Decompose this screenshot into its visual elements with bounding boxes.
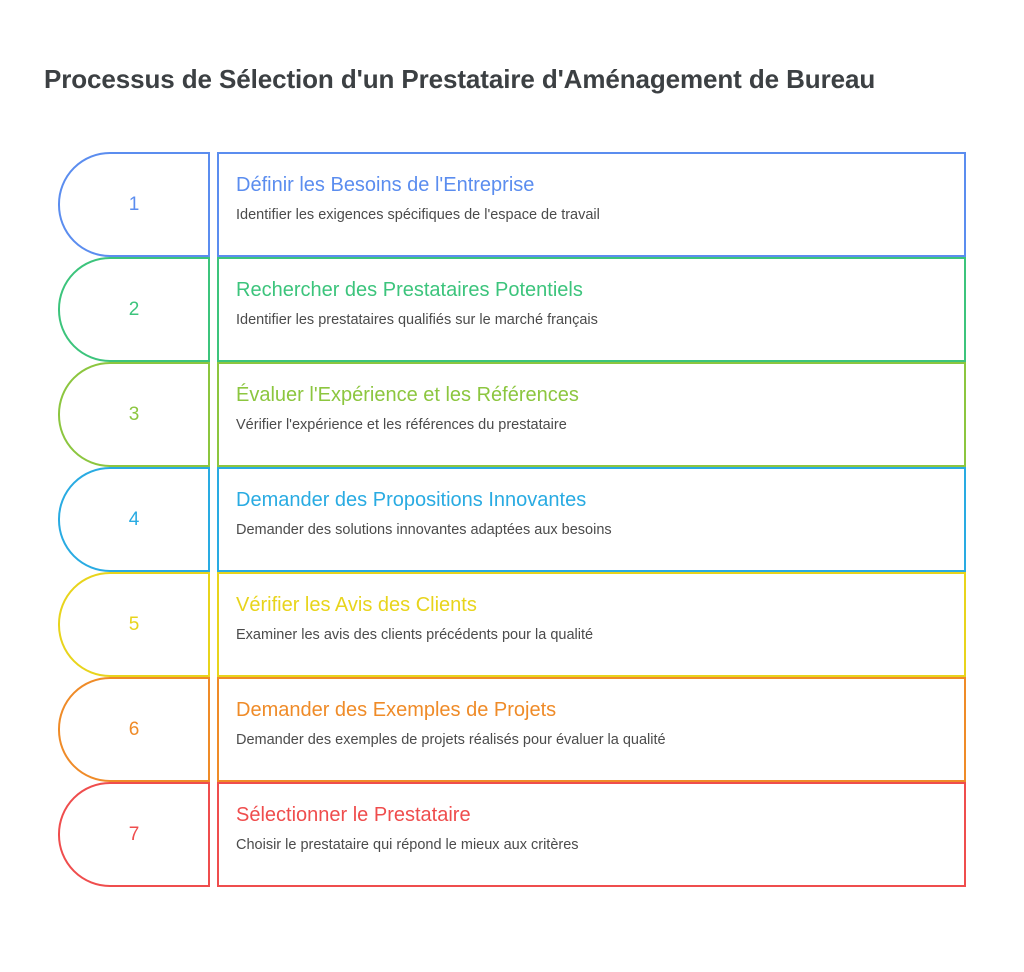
step-title: Sélectionner le Prestataire: [236, 804, 471, 826]
step-number-label: 7: [128, 824, 140, 845]
step-number-badge[interactable]: 5: [58, 572, 210, 677]
step-description: Demander des solutions innovantes adapté…: [236, 522, 612, 538]
step-number-badge[interactable]: 1: [58, 152, 210, 257]
step-number-badge[interactable]: 6: [58, 677, 210, 782]
step-number-badge[interactable]: 7: [58, 782, 210, 887]
step-number-label: 4: [128, 509, 140, 530]
step-title: Demander des Exemples de Projets: [236, 699, 557, 721]
step-number-badge[interactable]: 3: [58, 362, 210, 467]
step-description: Demander des exemples de projets réalisé…: [236, 732, 666, 748]
step-description: Choisir le prestataire qui répond le mie…: [236, 837, 579, 853]
step-title: Définir les Besoins de l'Entreprise: [236, 174, 535, 196]
page-title: Processus de Sélection d'un Prestataire …: [44, 64, 876, 94]
step-description: Vérifier l'expérience et les références …: [236, 417, 567, 433]
step-title: Rechercher des Prestataires Potentiels: [236, 279, 583, 301]
step-number-label: 6: [128, 719, 140, 740]
step-number-label: 1: [128, 194, 140, 215]
step-description: Examiner les avis des clients précédents…: [236, 627, 594, 643]
step-number-badge[interactable]: 2: [58, 257, 210, 362]
step-title: Vérifier les Avis des Clients: [236, 594, 477, 616]
step-title: Évaluer l'Expérience et les Références: [236, 384, 579, 406]
step-description: Identifier les exigences spécifiques de …: [236, 207, 600, 223]
step-description: Identifier les prestataires qualifiés su…: [236, 312, 598, 328]
step-number-badge[interactable]: 4: [58, 467, 210, 572]
step-title: Demander des Propositions Innovantes: [236, 489, 587, 511]
step-number-label: 2: [128, 299, 140, 320]
step-number-label: 5: [128, 614, 140, 635]
step-number-label: 3: [128, 404, 140, 425]
